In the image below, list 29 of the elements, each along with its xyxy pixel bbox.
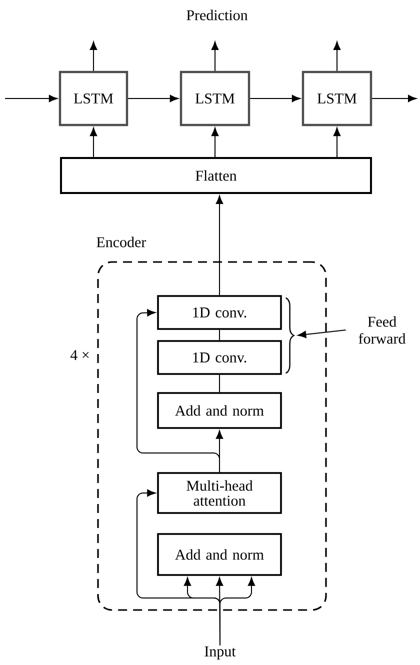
arrow — [136, 309, 220, 473]
arrow — [250, 94, 300, 102]
arrow — [211, 41, 219, 72]
arrow — [136, 489, 220, 646]
arrow — [333, 128, 341, 158]
arrow — [372, 94, 417, 102]
node-text: Input — [204, 646, 236, 660]
layer-box: Add and norm — [157, 533, 282, 576]
node-text: Feed forward — [358, 316, 406, 344]
layer-box: Multi-head attention — [157, 472, 282, 514]
lstm-box: LSTM — [180, 70, 250, 126]
arrow — [90, 41, 98, 72]
lstm-box: LSTM — [58, 70, 128, 126]
arrow — [90, 128, 98, 158]
lstm-box: LSTM — [302, 70, 372, 126]
layer-box: 1D conv. — [157, 340, 282, 375]
layer-box: 1D conv. — [157, 295, 282, 330]
layer-box: Flatten — [60, 157, 372, 194]
arrow — [298, 330, 346, 338]
arrow — [4, 94, 58, 102]
repeat-count: 4 × — [70, 350, 89, 360]
group-heading: Encoder — [96, 236, 146, 248]
arrow — [333, 41, 341, 72]
arrow — [128, 94, 178, 102]
arrow — [216, 195, 224, 296]
arrow — [211, 128, 219, 158]
output-label: Prediction — [186, 10, 248, 20]
layer-box: Add and norm — [157, 392, 282, 429]
curly-brace — [285, 297, 294, 374]
